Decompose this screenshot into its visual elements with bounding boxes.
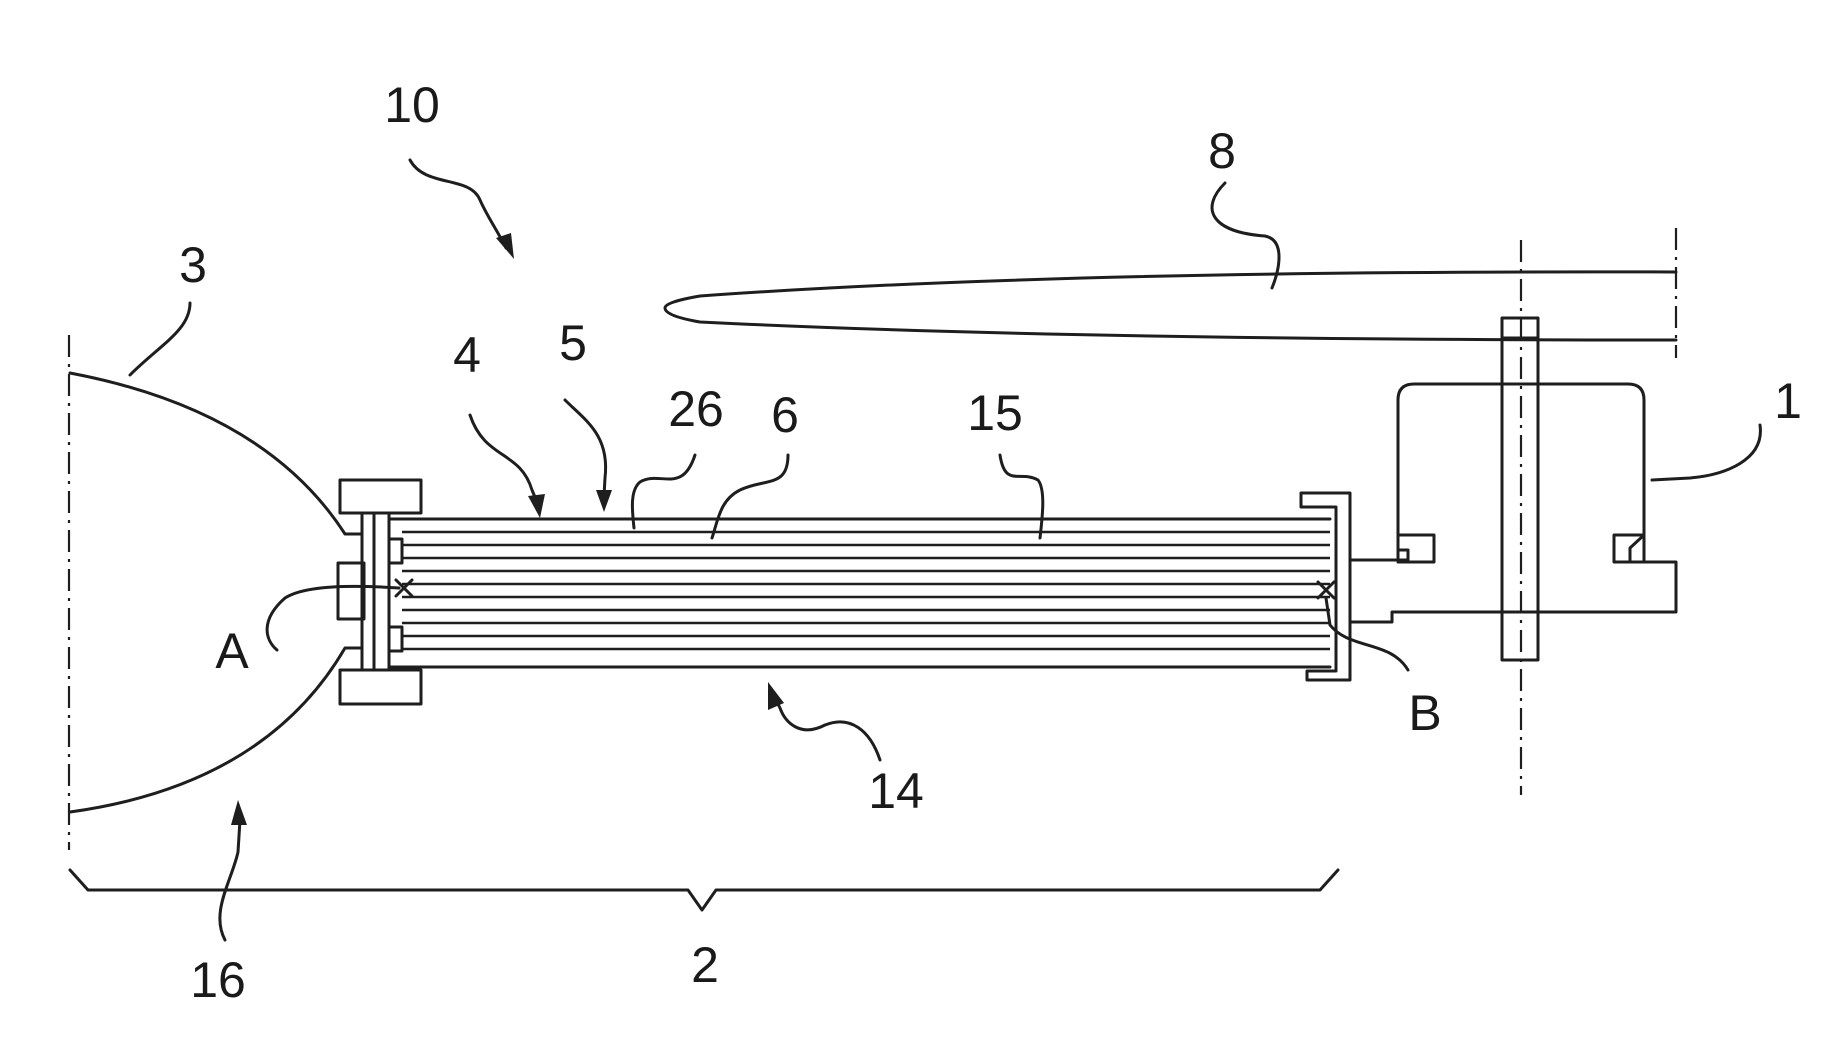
label-1: 1 bbox=[1774, 373, 1802, 429]
label-8: 8 bbox=[1208, 123, 1236, 179]
leader-6 bbox=[712, 455, 788, 538]
label-6: 6 bbox=[771, 387, 799, 443]
label-5: 5 bbox=[559, 315, 587, 371]
leader-14 bbox=[775, 698, 880, 760]
leader-10 bbox=[410, 160, 506, 248]
label-10: 10 bbox=[384, 77, 440, 133]
leader-A bbox=[267, 586, 399, 650]
label-a: A bbox=[215, 623, 249, 679]
label-3: 3 bbox=[179, 237, 207, 293]
right-end-bracket bbox=[1301, 493, 1350, 680]
fibre-layers bbox=[402, 532, 1330, 649]
leader-16 bbox=[220, 820, 240, 940]
leader-B bbox=[1326, 598, 1408, 670]
label-26: 26 bbox=[668, 381, 724, 437]
label-16: 16 bbox=[190, 952, 246, 1008]
arrowhead-16 bbox=[231, 800, 247, 825]
label-14: 14 bbox=[868, 763, 924, 819]
left-tab-lower bbox=[389, 627, 402, 651]
leader-26 bbox=[632, 455, 695, 528]
label-15: 15 bbox=[967, 385, 1023, 441]
left-flange-bottom bbox=[340, 670, 421, 704]
label-2: 2 bbox=[691, 937, 719, 993]
leader-4 bbox=[470, 415, 537, 502]
arrowhead-14 bbox=[768, 682, 784, 710]
blade-outline bbox=[665, 272, 1676, 340]
arrowhead-4 bbox=[528, 494, 545, 518]
leader-8 bbox=[1212, 183, 1279, 288]
hub-upper-profile bbox=[70, 373, 362, 534]
label-4: 4 bbox=[453, 327, 481, 383]
bracket-2 bbox=[70, 870, 1338, 910]
left-coupling-stub bbox=[338, 563, 364, 619]
leader-15 bbox=[1000, 455, 1043, 538]
left-flange-top bbox=[340, 480, 421, 513]
machine-housing bbox=[1350, 384, 1676, 622]
left-tab-upper bbox=[389, 539, 402, 563]
leader-3 bbox=[130, 303, 190, 375]
leader-5 bbox=[565, 400, 606, 496]
leader-1 bbox=[1652, 425, 1760, 480]
arrowhead-5 bbox=[596, 490, 612, 512]
label-b: B bbox=[1408, 685, 1441, 741]
